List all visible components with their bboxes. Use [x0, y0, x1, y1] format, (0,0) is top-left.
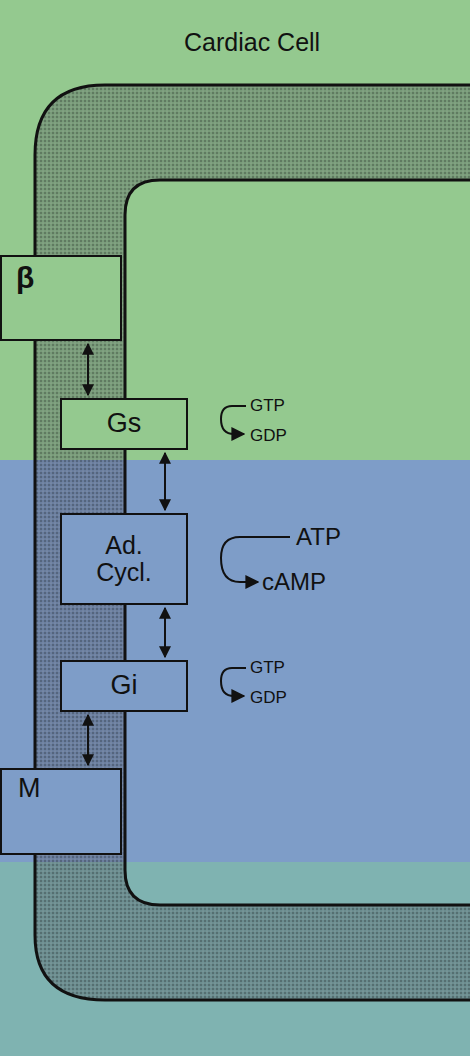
g-protein-box: Gs	[60, 398, 188, 450]
chemical-label: ATP	[296, 525, 341, 549]
membrane-outer-edge	[35, 85, 470, 1000]
diagram-title: Cardiac Cell	[184, 28, 320, 57]
gi-reaction-arrow	[221, 668, 246, 696]
receptor-box: β	[0, 255, 122, 341]
node-label: Ad. Cycl.	[89, 532, 159, 587]
node-label: Gi	[111, 671, 138, 701]
g-protein-box: Gi	[60, 660, 188, 712]
node-label: Gs	[107, 409, 142, 439]
receptor-box: M	[0, 768, 122, 855]
chemical-label: GDP	[250, 689, 287, 706]
double-arrow	[164, 608, 166, 657]
chemical-label: GDP	[250, 427, 287, 444]
membrane-band	[35, 85, 470, 1000]
double-arrow	[164, 453, 166, 510]
double-arrow	[87, 344, 89, 395]
chemical-label: GTP	[250, 397, 285, 414]
chemical-label: cAMP	[262, 570, 326, 594]
gs-reaction-arrow	[221, 406, 246, 434]
double-arrow	[87, 715, 89, 765]
node-label: M	[18, 774, 41, 804]
enzyme-box: Ad. Cycl.	[60, 513, 188, 605]
chemical-label: GTP	[250, 659, 285, 676]
node-label: β	[16, 261, 34, 294]
